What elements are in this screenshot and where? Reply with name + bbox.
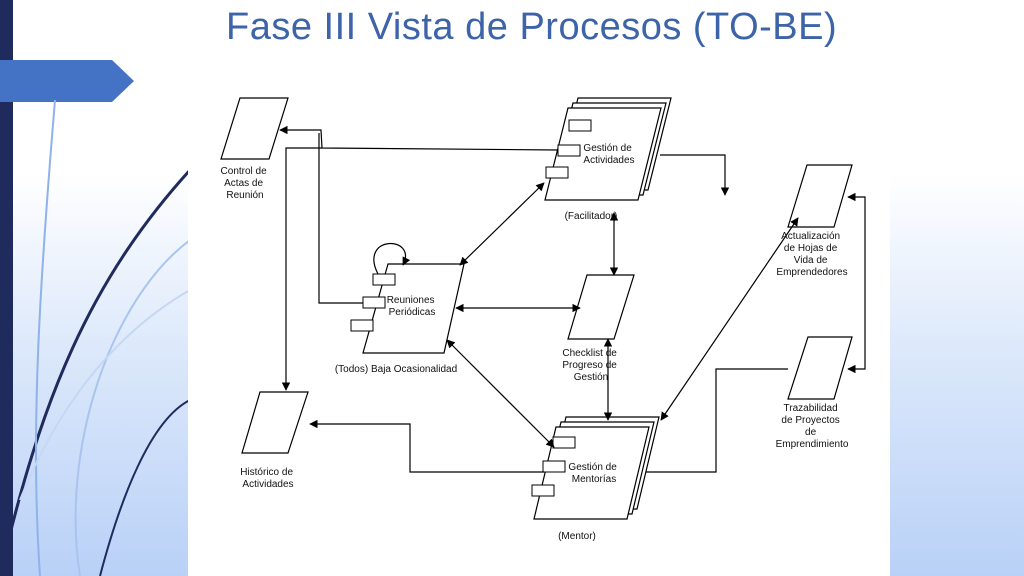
checklist-label: Checklist de Progreso de Gestión [562, 348, 619, 383]
left-accent-bar [0, 0, 13, 576]
todos-label: (Todos) Baja Ocasionalidad [335, 364, 457, 375]
historico-label: Histórico de Actividades [240, 467, 296, 490]
process-diagram: Control de Actas de Reunión Gestión de A… [220, 97, 866, 542]
control-actas-shape [220, 97, 289, 160]
control-actas-label: Control de Actas de Reunión [221, 166, 270, 201]
historico-shape [241, 391, 309, 454]
slide-title: Fase III Vista de Procesos (TO-BE) [226, 6, 838, 48]
facilitador-label: (Facilitador) [565, 211, 618, 222]
actualizacion-label: Actualización de Hojas de Vida de Empren… [776, 231, 847, 278]
trazabilidad-label: Trazabilidad de Proyectos de Emprendimie… [776, 403, 849, 450]
gestion-mentorias-label: Gestión de Mentorías [568, 462, 619, 485]
decorative-curves [0, 100, 190, 576]
actualizacion-shape [787, 164, 853, 228]
gestion-actividades-label: Gestión de Actividades [583, 143, 634, 166]
checklist-shape [567, 274, 635, 340]
reuniones-label: Reuniones Periódicas [387, 295, 438, 318]
trazabilidad-shape [787, 336, 853, 400]
title-tab-arrow [0, 60, 134, 102]
mentor-label: (Mentor) [558, 531, 596, 542]
